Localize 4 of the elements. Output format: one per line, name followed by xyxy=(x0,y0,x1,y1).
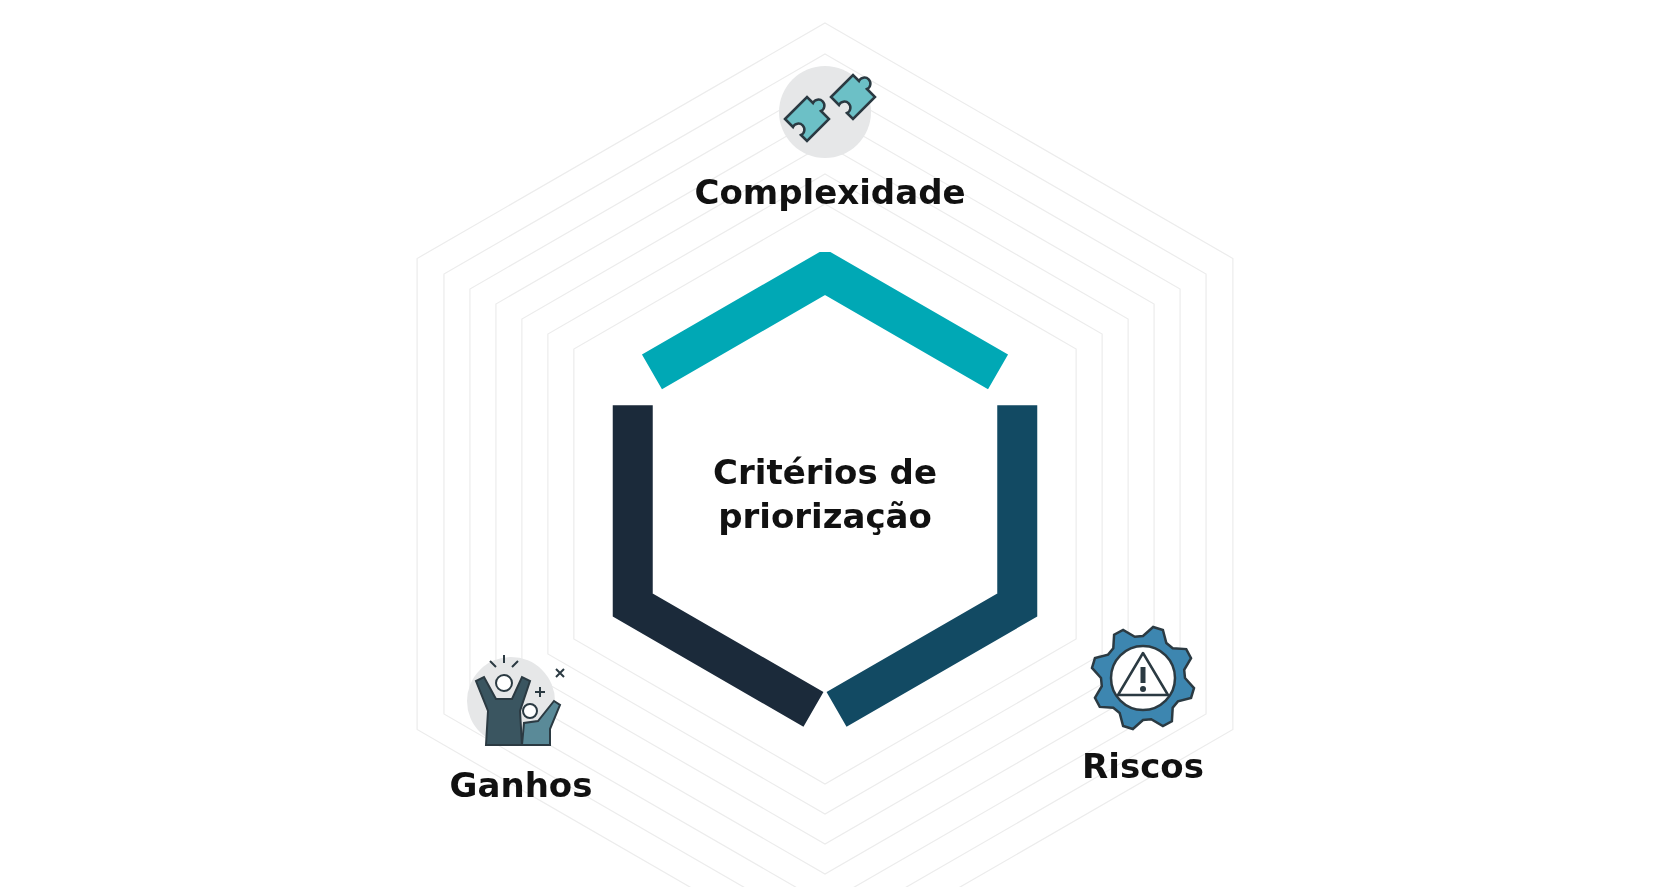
center-title: Critérios de priorização xyxy=(712,451,938,538)
criterion-label: Riscos xyxy=(1082,746,1204,786)
criterion-label: Ganhos xyxy=(449,765,593,805)
criterion-label: Complexidade xyxy=(694,172,966,212)
